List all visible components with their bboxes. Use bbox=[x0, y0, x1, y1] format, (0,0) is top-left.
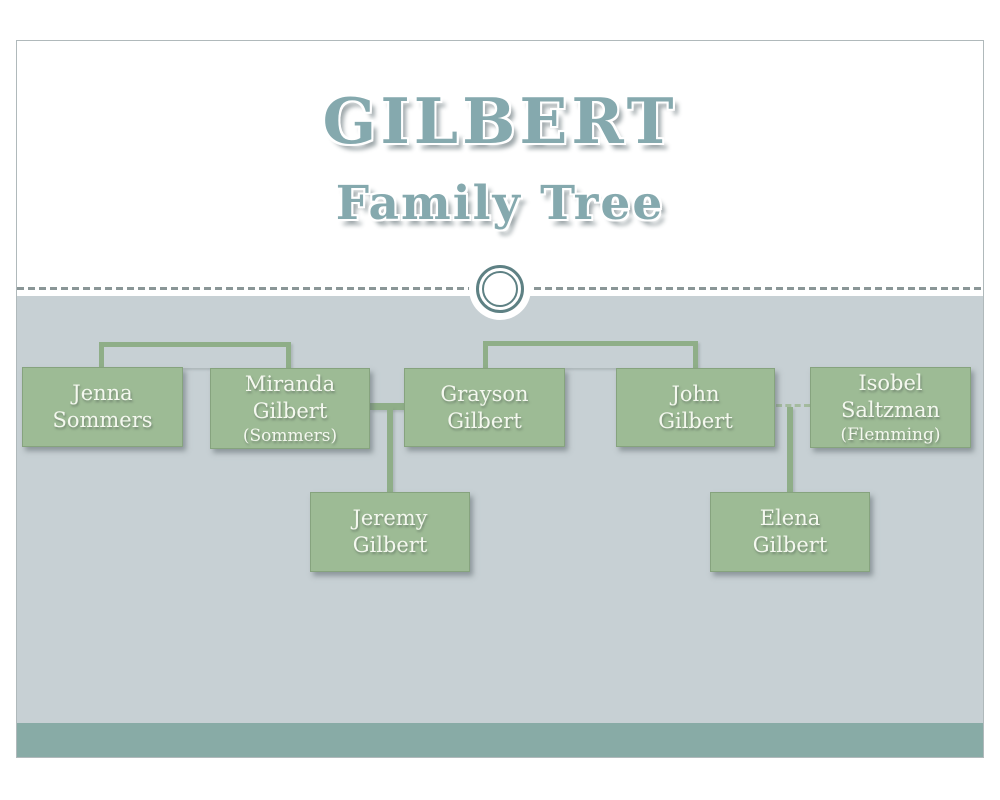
node-name-line: Miranda bbox=[244, 371, 336, 396]
tree-node-elena-gilbert[interactable]: Elena Gilbert bbox=[710, 492, 870, 572]
connector-parents-jeremy bbox=[387, 407, 393, 492]
node-name-line: John bbox=[671, 381, 720, 406]
node-name-line: Gilbert bbox=[352, 533, 428, 557]
node-name-line: Gilbert bbox=[252, 398, 328, 423]
node-name-line: Grayson bbox=[440, 381, 529, 406]
tree-node-grayson-gilbert[interactable]: Grayson Gilbert bbox=[404, 368, 565, 447]
node-name-line: Saltzman bbox=[840, 397, 941, 422]
node-name-line: Sommers bbox=[52, 408, 153, 432]
node-name-line: Jenna bbox=[72, 381, 133, 405]
slide-title: GILBERT bbox=[322, 84, 678, 158]
node-maiden-name: (Flemming) bbox=[840, 424, 941, 445]
connector-miranda-grayson bbox=[370, 403, 404, 410]
connector-grayson-john bbox=[483, 341, 698, 368]
connector-parents-elena bbox=[787, 407, 793, 492]
node-name-line: Gilbert bbox=[658, 408, 733, 433]
slide-subtitle: Family Tree bbox=[335, 176, 665, 231]
connector-jenna-miranda bbox=[99, 342, 291, 368]
node-name-line: Gilbert bbox=[447, 408, 522, 433]
node-name-line: Isobel bbox=[858, 370, 923, 395]
tree-node-jenna-sommers[interactable]: Jenna Sommers bbox=[22, 367, 183, 447]
node-name-line: Jeremy bbox=[352, 506, 428, 530]
divider-circle-ornament-icon bbox=[469, 258, 531, 320]
node-name-line: Elena bbox=[759, 506, 821, 530]
slide-footer-strip bbox=[17, 723, 983, 757]
node-name-line: Gilbert bbox=[752, 533, 828, 557]
node-maiden-name: (Sommers) bbox=[242, 425, 338, 446]
circle-outer-ring bbox=[476, 265, 524, 313]
connector-john-isobel-dashed bbox=[776, 404, 810, 407]
tree-node-jeremy-gilbert[interactable]: Jeremy Gilbert bbox=[310, 492, 470, 572]
tree-node-john-gilbert[interactable]: John Gilbert bbox=[616, 368, 775, 447]
circle-inner-ring bbox=[482, 271, 518, 307]
tree-node-miranda-gilbert[interactable]: Miranda Gilbert (Sommers) bbox=[210, 368, 370, 449]
tree-node-isobel-saltzman[interactable]: Isobel Saltzman (Flemming) bbox=[810, 367, 971, 448]
